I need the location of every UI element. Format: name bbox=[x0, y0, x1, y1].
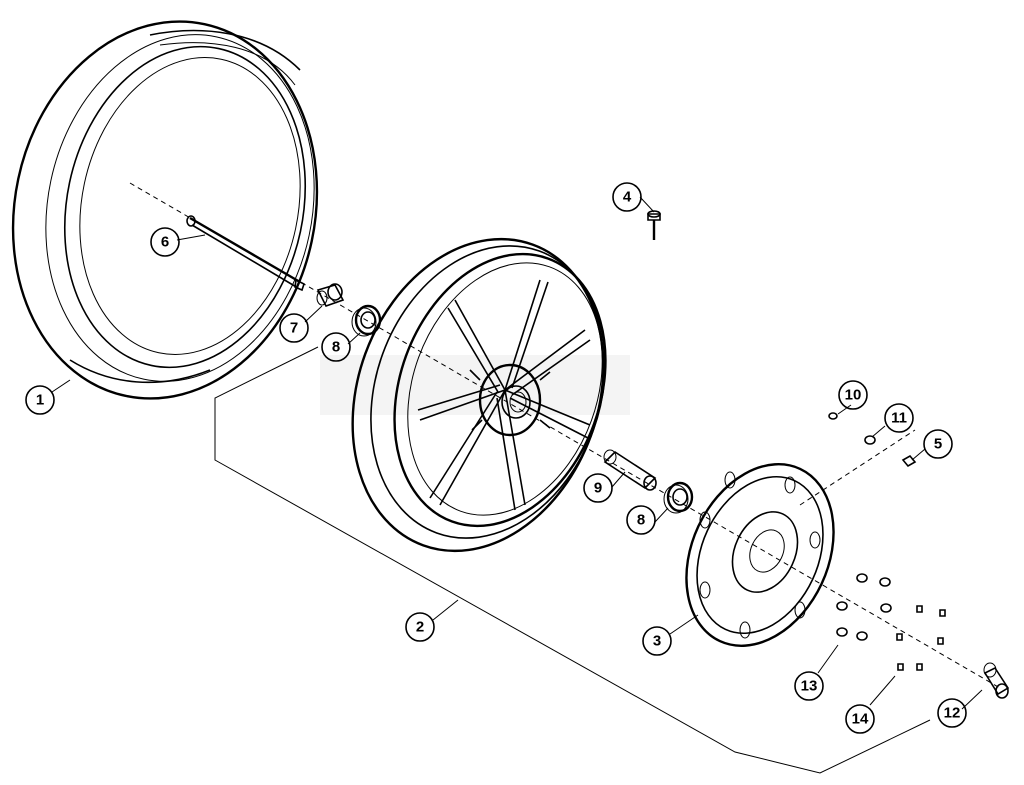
callout-label: 14 bbox=[852, 711, 869, 728]
callout-label: 2 bbox=[416, 619, 424, 636]
bearing-right bbox=[663, 481, 694, 514]
callout-label: 10 bbox=[845, 387, 862, 404]
callout-4: 4 bbox=[612, 182, 642, 212]
axle bbox=[186, 215, 305, 292]
part-12-spacer bbox=[983, 662, 1010, 699]
callout-label: 9 bbox=[594, 480, 602, 497]
callout-1: 1 bbox=[25, 385, 55, 415]
callout-label: 5 bbox=[934, 436, 942, 453]
part-5-nut bbox=[901, 454, 917, 468]
part-13-washers bbox=[836, 573, 892, 641]
callout-label: 8 bbox=[637, 512, 645, 529]
callout-7: 7 bbox=[279, 313, 309, 343]
callout-14: 14 bbox=[845, 704, 875, 734]
callout-8-left: 8 bbox=[321, 332, 351, 362]
callout-6: 6 bbox=[150, 227, 180, 257]
callout-label: 6 bbox=[161, 234, 169, 251]
spacer-left bbox=[316, 283, 345, 307]
callout-label: 12 bbox=[944, 705, 961, 722]
callout-13: 13 bbox=[794, 671, 824, 701]
callout-3: 3 bbox=[642, 626, 672, 656]
rim bbox=[320, 237, 630, 553]
callout-label: 1 bbox=[36, 392, 44, 409]
callout-5: 5 bbox=[923, 429, 953, 459]
leader-lines bbox=[51, 196, 983, 710]
tire bbox=[11, 20, 319, 400]
part-11-washer bbox=[864, 435, 876, 445]
callout-10: 10 bbox=[838, 380, 868, 410]
callout-label: 13 bbox=[801, 678, 818, 695]
assembly-axis bbox=[129, 182, 1001, 689]
callout-12: 12 bbox=[937, 698, 967, 728]
callout-label: 3 bbox=[653, 633, 661, 650]
callout-label: 4 bbox=[623, 189, 632, 206]
callout-label: 7 bbox=[290, 320, 298, 337]
callout-label: 11 bbox=[891, 410, 907, 427]
callout-11: 11 bbox=[884, 403, 914, 433]
callout-8-right: 8 bbox=[626, 505, 656, 535]
callout-label: 8 bbox=[332, 339, 340, 356]
part-10-oring bbox=[828, 412, 838, 420]
rim-bracket bbox=[214, 346, 931, 774]
valve-stem bbox=[647, 210, 661, 240]
part-14-bolts bbox=[896, 605, 946, 671]
brake-disc bbox=[685, 463, 835, 647]
callout-9: 9 bbox=[583, 473, 613, 503]
callout-2: 2 bbox=[405, 612, 435, 642]
spacer-right bbox=[603, 449, 657, 491]
